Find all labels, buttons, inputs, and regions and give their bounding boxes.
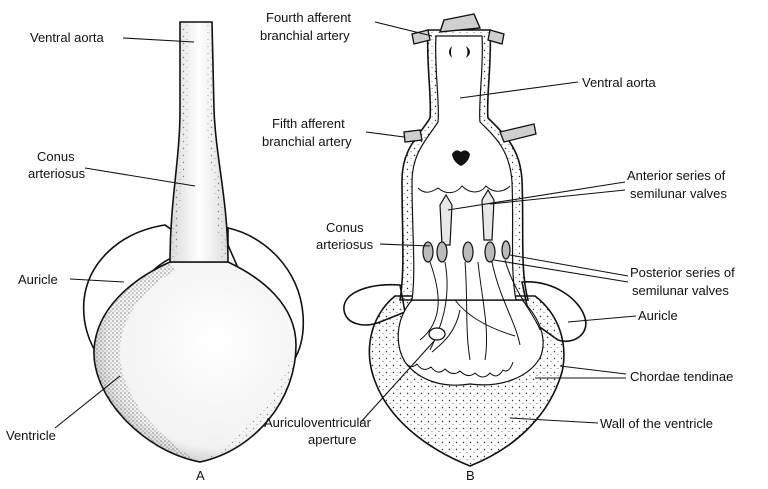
figure-b: Fourth afferent branchial artery Ventral… (260, 10, 735, 483)
caption-b: B (466, 468, 475, 483)
label-conus-a-line1: Conus (37, 149, 75, 164)
label-conus-b-line1: Conus (326, 220, 364, 235)
label-anterior-valves-line2: semilunar valves (630, 186, 727, 201)
fifth-afferent-artery-left (404, 130, 422, 142)
label-fifth-afferent-line1: Fifth afferent (272, 116, 345, 131)
label-fifth-afferent-line2: branchial artery (262, 134, 352, 149)
fifth-afferent-artery-right (500, 124, 536, 142)
aorta-top-cap (440, 14, 480, 32)
label-posterior-valves-line2: semilunar valves (632, 283, 729, 298)
caption-a: A (196, 468, 205, 483)
label-anterior-valves-line1: Anterior series of (627, 168, 726, 183)
label-fourth-afferent-line2: branchial artery (260, 28, 350, 43)
label-ventricle-a: Ventricle (6, 428, 56, 443)
label-conus-b-line2: arteriosus (316, 237, 374, 252)
av-aperture (429, 328, 445, 340)
label-av-aperture-line2: aperture (308, 432, 356, 447)
label-posterior-valves-line1: Posterior series of (630, 265, 735, 280)
label-ventral-aorta-a: Ventral aorta (30, 30, 104, 45)
ventricle-b-cavity (398, 300, 543, 385)
label-auricle-a: Auricle (18, 272, 58, 287)
label-auricle-b: Auricle (638, 308, 678, 323)
label-av-aperture-line1: Auriculoventricular (264, 415, 372, 430)
label-conus-a-line2: arteriosus (28, 166, 86, 181)
label-wall-ventricle: Wall of the ventricle (600, 416, 713, 431)
label-ventral-aorta-b: Ventral aorta (582, 75, 656, 90)
label-fourth-afferent-line1: Fourth afferent (266, 10, 351, 25)
figure-a: Ventral aorta Conus arteriosus Auricle V… (6, 22, 303, 483)
label-chordae-tendinae: Chordae tendinae (630, 369, 733, 384)
